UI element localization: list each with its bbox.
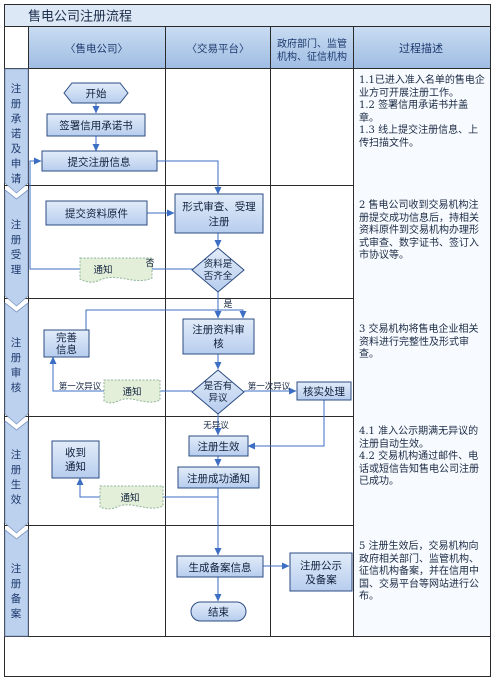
notify-document-2 (103, 379, 161, 404)
submit-originals-box (45, 200, 148, 226)
description-step-2: 2 售电公司收到交易机构注册提交成功信息后，持相关资料原件到交易机构办理形式审查… (359, 200, 479, 261)
publish-record-line2: 及备案 (305, 573, 337, 586)
edge-label-no: 否 (145, 258, 154, 269)
lane-label-review: 注册审核 (10, 337, 22, 394)
verify-box (296, 381, 352, 401)
improve-info-line1: 完善 (56, 331, 77, 344)
edge-label-first-objection-left: 第一次异议 (59, 381, 102, 392)
has-objection-line2: 异议 (208, 393, 228, 404)
submit-info-label: 提交注册信息 (68, 156, 131, 169)
edge-label-no-objection: 无异议 (203, 421, 229, 431)
edge-label-yes: 是 (223, 299, 232, 310)
description-step-1: 1.1已进入准入名单的售电企业方可开展注册工作。 1.2 签署信用承诺书并盖章。… (359, 75, 485, 149)
end-label: 结束 (208, 606, 229, 619)
received-notice-line1: 收到 (65, 446, 86, 459)
description-step-4: 4.1 准入公示期满无异议的注册自动生效。 4.2 交易机构通过邮件、电话或短信… (359, 426, 479, 487)
start-terminal (63, 82, 129, 104)
docs-review-line1: 注册资料审 (192, 323, 245, 336)
column-header-desc: 过程描述 (399, 41, 443, 55)
docs-review-box (182, 318, 255, 355)
docs-complete-line2: 否齐全 (204, 270, 233, 282)
received-notice-line2: 通知 (65, 460, 86, 473)
column-header-platform: 〈交易平台〉 (187, 42, 250, 55)
formal-review-box (174, 193, 264, 234)
end-terminal (190, 601, 247, 622)
header-row (28, 27, 490, 68)
lane-label-effective: 注册生效 (10, 449, 22, 506)
start-label: 开始 (86, 87, 107, 100)
column-header-gov-line2: 机构、征信机构 (277, 50, 347, 63)
column-header-company: 〈售电公司〉 (65, 42, 128, 55)
has-objection-decision (191, 369, 245, 415)
reg-effective-label: 注册生效 (198, 440, 240, 453)
verify-label: 核实处理 (303, 385, 345, 398)
connectors (29, 103, 325, 602)
notify-3-label: 通知 (120, 492, 139, 504)
notify-2-label: 通知 (122, 386, 141, 398)
column-header-gov-line1: 政府部门、监管 (277, 37, 347, 50)
lane-label-accept: 注册受理 (10, 219, 22, 276)
publish-record-line1: 注册公示 (300, 559, 342, 572)
docs-complete-line1: 资料是 (204, 258, 233, 270)
has-objection-line1: 是否有 (204, 380, 233, 392)
reg-success-notify-box (177, 466, 260, 489)
diagram-title: 售电公司注册流程 (28, 9, 132, 25)
lane-label-apply: 注册承诺及申请 (10, 83, 22, 185)
gen-record-label: 生成备案信息 (189, 561, 252, 574)
description-step-3: 3 交易机构将售电企业相关资料进行完整性及形式审查。 (359, 324, 479, 360)
formal-review-line1: 形式审查、受理 (182, 200, 256, 213)
gen-record-box (176, 555, 264, 578)
sign-commitment-label: 签署信用承诺书 (59, 119, 133, 132)
notify-1-label: 通知 (93, 264, 112, 276)
reg-effective-box (188, 435, 249, 457)
docs-complete-decision (191, 247, 245, 293)
received-notice-box (51, 440, 100, 479)
docs-review-line2: 核 (213, 337, 224, 350)
title-bar (5, 5, 490, 26)
reg-success-notify-label: 注册成功通知 (187, 472, 250, 485)
submit-info-box (41, 150, 158, 172)
publish-record-box (289, 552, 353, 592)
description-step-5: 5 注册生效后，交易机构向政府相关部门、监管机构、征信机构备案，并在信用中国、交… (359, 541, 479, 602)
lane-label-record: 注册备案 (10, 563, 22, 620)
edge-label-first-objection-right: 第一次异议 (248, 381, 291, 392)
improve-info-line2: 信息 (56, 343, 77, 356)
notify-document-3 (99, 485, 164, 510)
sign-commitment-box (46, 113, 146, 137)
submit-originals-label: 提交资料原件 (65, 207, 128, 220)
formal-review-line2: 注册 (209, 215, 230, 228)
notify-document-1 (79, 257, 153, 283)
improve-info-box (43, 329, 90, 358)
